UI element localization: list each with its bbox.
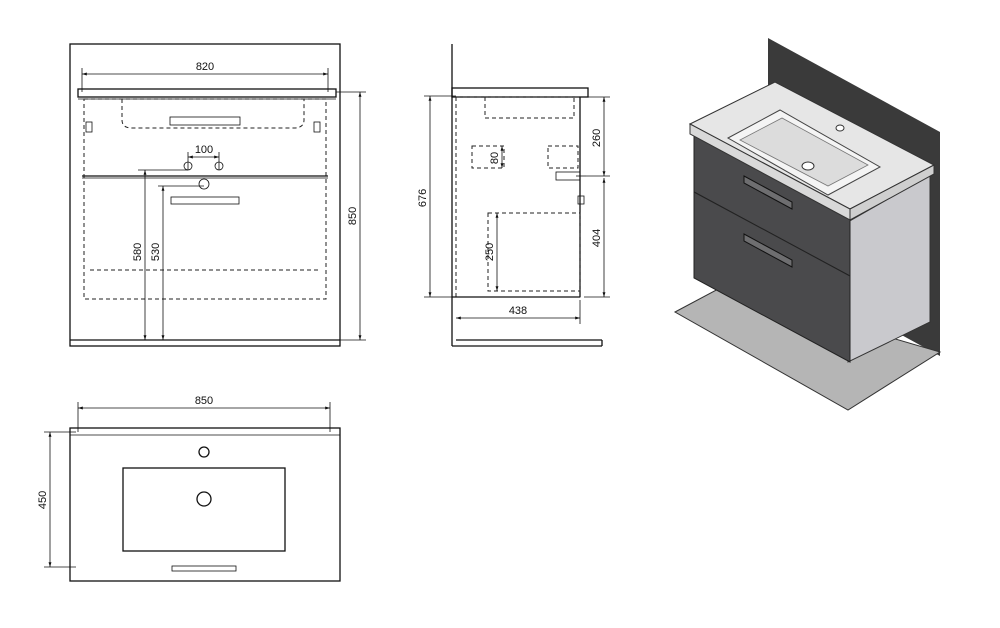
front-view: 820 850 100 580 530 xyxy=(69,43,366,347)
drain-hole xyxy=(198,178,210,190)
dim-front-height: 850 xyxy=(347,207,359,225)
dim-height-580: 580 xyxy=(132,243,144,261)
side-countertop xyxy=(451,87,589,98)
isometric-render xyxy=(673,38,942,411)
top-tap-hole xyxy=(198,446,210,458)
lower-drawer-handle xyxy=(743,233,793,268)
lower-drawer-front xyxy=(693,191,851,363)
top-basin xyxy=(122,467,286,552)
dim-side-mid: 80 xyxy=(489,152,501,164)
front-lower-handle xyxy=(170,196,240,205)
top-outline xyxy=(69,427,341,582)
dim-side-top: 260 xyxy=(591,129,603,147)
floor-plate xyxy=(673,287,942,411)
dim-tap-spacing: 100 xyxy=(195,144,213,156)
dim-side-height: 676 xyxy=(417,189,429,207)
tap-hole xyxy=(835,124,845,132)
dim-top-width: 850 xyxy=(195,395,213,407)
dim-front-width: 820 xyxy=(196,61,214,73)
basin-drain xyxy=(801,161,815,171)
dim-side-depth: 438 xyxy=(509,305,527,317)
dim-side-lower: 404 xyxy=(591,229,603,247)
dim-top-depth: 450 xyxy=(37,491,49,509)
front-outline xyxy=(69,43,341,347)
dim-height-530: 530 xyxy=(150,243,162,261)
upper-drawer-handle xyxy=(743,175,793,210)
top-view: 850 450 xyxy=(37,395,341,582)
front-countertop xyxy=(77,88,337,98)
top-drain xyxy=(196,491,212,507)
dim-side-inner: 250 xyxy=(484,243,496,261)
side-view: 676 260 404 80 250 438 xyxy=(417,44,610,347)
